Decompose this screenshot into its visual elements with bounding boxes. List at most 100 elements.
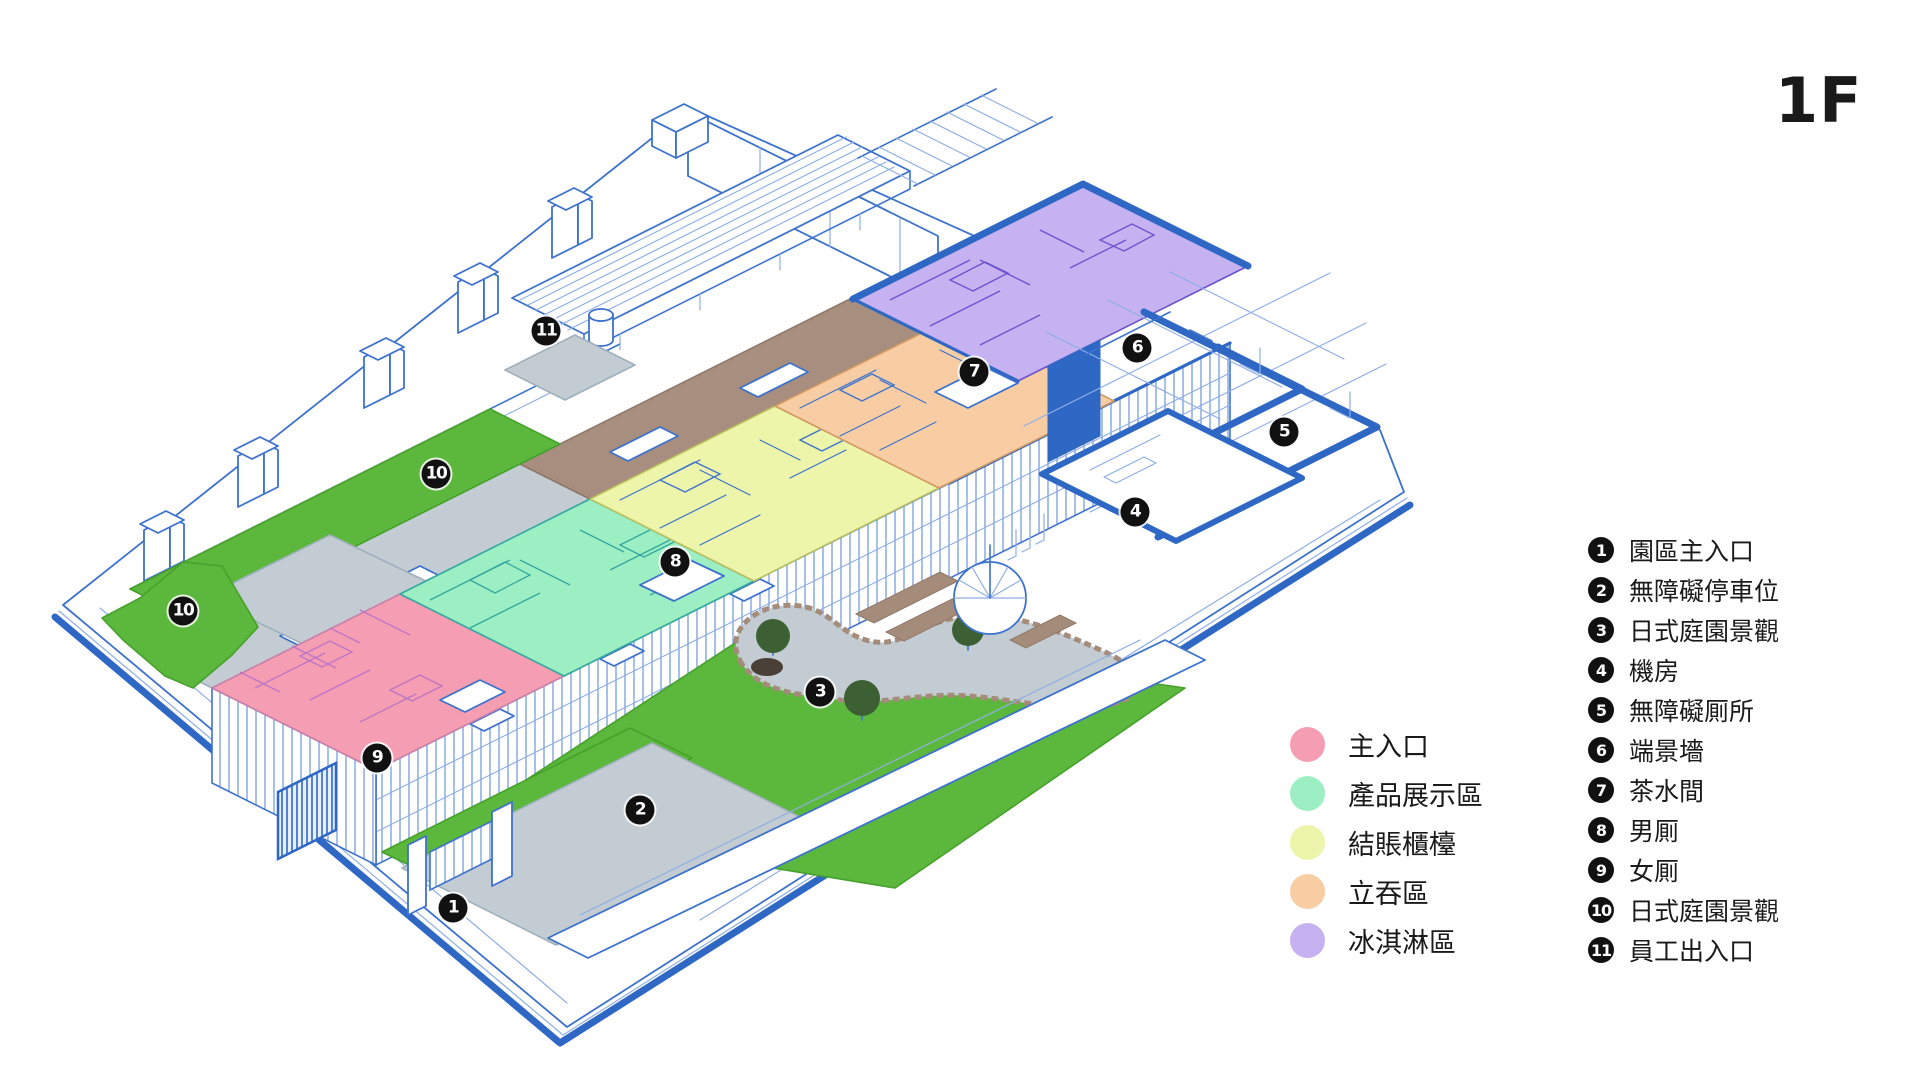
right-wing: [1023, 271, 1387, 544]
top-tower: [651, 103, 709, 159]
diagram-marker: 7: [959, 357, 989, 387]
numbered-legend-row: 10 日式庭園景觀: [1588, 890, 1779, 930]
numbered-legend-label: 女厠: [1629, 857, 1680, 886]
louver-roof: [511, 134, 911, 353]
diagram-marker-number: 10: [425, 463, 448, 484]
tree-shadow: [751, 658, 783, 676]
louver-block: [276, 760, 338, 862]
numbered-legend: 1 園區主入口 2 無障礙停車位 3 日式庭園景觀 4 機房 5 無障礙厠所: [1588, 530, 1779, 970]
zone-main-entrance: [211, 593, 565, 771]
numbered-legend-row: 8 男厠: [1588, 810, 1779, 850]
zone-legend-label: 立吞區: [1348, 879, 1429, 910]
diagram-marker: 11: [531, 316, 561, 346]
zone-legend-color-dot: [1290, 874, 1325, 909]
numbered-legend-badge: 8: [1588, 817, 1614, 843]
wall-tower: [233, 436, 279, 508]
diagram-marker: 6: [1122, 333, 1152, 363]
diagram-marker-number: 6: [1131, 337, 1144, 358]
numbered-legend-badge: 11: [1588, 937, 1614, 963]
diagram-marker-number: 2: [634, 799, 647, 820]
numbered-legend-label: 日式庭園景觀: [1629, 617, 1780, 646]
diagram-marker-number: 11: [535, 320, 558, 341]
diagram-marker: 3: [805, 677, 835, 707]
zone-legend-row: 結賬櫃檯: [1290, 818, 1483, 867]
bench: [599, 643, 645, 667]
employee-entrance-walk: [504, 334, 636, 401]
numbered-legend-badge: 9: [1588, 857, 1614, 883]
zone-legend-row: 主入口: [1290, 720, 1483, 769]
numbered-legend-badge: 6: [1588, 737, 1614, 763]
diagram-marker-number: 10: [172, 600, 195, 621]
numbered-legend-label: 日式庭園景觀: [1629, 897, 1780, 926]
numbered-legend-row: 4 機房: [1588, 650, 1779, 690]
numbered-legend-label: 茶水間: [1629, 777, 1705, 806]
numbered-legend-badge: 2: [1588, 577, 1614, 603]
numbered-legend-label: 無障礙厠所: [1629, 697, 1755, 726]
numbered-legend-row: 11 員工出入口: [1588, 930, 1779, 970]
diagram-marker: 10: [421, 459, 451, 489]
numbered-legend-row: 7 茶水間: [1588, 770, 1779, 810]
zone-legend-color-dot: [1290, 776, 1325, 811]
diagram-marker: 10: [168, 596, 198, 626]
diagram-marker: 1: [438, 893, 468, 923]
numbered-legend-label: 員工出入口: [1629, 937, 1755, 966]
front-landscape: [276, 513, 1206, 959]
zone-legend-row: 冰淇淋區: [1290, 916, 1483, 965]
numbered-legend-badge: 4: [1588, 657, 1614, 683]
numbered-legend-badge: 10: [1588, 897, 1614, 923]
bench: [609, 426, 679, 462]
numbered-legend-label: 機房: [1629, 657, 1680, 686]
floor-title: 1F: [1775, 64, 1863, 137]
pergola: [857, 88, 1053, 187]
zone-legend-label: 結賬櫃檯: [1348, 830, 1456, 861]
bench: [739, 362, 809, 398]
zone-legend-label: 產品展示區: [1348, 781, 1483, 812]
diagram-marker: 9: [362, 743, 392, 773]
ramp-wall: [547, 639, 1206, 959]
zone-ice-cream: [849, 180, 1252, 463]
numbered-legend-badge: 1: [1588, 537, 1614, 563]
diagram-marker: 5: [1269, 417, 1299, 447]
zone-legend-label: 主入口: [1348, 732, 1429, 763]
zone-legend-color-dot: [1290, 825, 1325, 860]
bench: [469, 708, 515, 732]
numbered-legend-row: 6 端景墻: [1588, 730, 1779, 770]
numbered-legend-row: 5 無障礙厠所: [1588, 690, 1779, 730]
wall-tower: [359, 337, 405, 409]
garden-trees: [751, 614, 984, 721]
diagram-marker: 2: [625, 795, 655, 825]
spiral-stair: [953, 513, 1045, 635]
gate-pillar: [491, 801, 513, 887]
roof-structures: [511, 88, 1053, 353]
numbered-legend-label: 園區主入口: [1629, 537, 1755, 566]
zone-legend-label: 冰淇淋區: [1348, 928, 1456, 959]
numbered-legend-row: 1 園區主入口: [1588, 530, 1779, 570]
zone-product-display: [399, 498, 755, 677]
numbered-legend-row: 2 無障礙停車位: [1588, 570, 1779, 610]
zone-legend-row: 產品展示區: [1290, 769, 1483, 818]
gate-pillar: [407, 835, 427, 916]
tree: [844, 680, 880, 721]
wall-tower: [547, 187, 593, 259]
diagram-marker: 4: [1120, 497, 1150, 527]
numbered-legend-row: 3 日式庭園景觀: [1588, 610, 1779, 650]
numbered-legend-row: 9 女厠: [1588, 850, 1779, 890]
diagram-marker-number: 7: [968, 361, 981, 382]
zone-legend-color-dot: [1290, 727, 1325, 762]
numbered-legend-badge: 7: [1588, 777, 1614, 803]
diagram-marker-number: 3: [814, 681, 827, 702]
numbered-legend-badge: 3: [1588, 617, 1614, 643]
numbered-legend-badge: 5: [1588, 697, 1614, 723]
numbered-legend-label: 無障礙停車位: [1629, 577, 1780, 606]
diagram-marker-number: 5: [1278, 421, 1291, 442]
zone-color-legend: 主入口 產品展示區 結賬櫃檯 立吞區 冰淇淋區: [1290, 720, 1483, 965]
diagram-marker: 8: [660, 547, 690, 577]
cylinder: [588, 308, 614, 347]
wall-tower: [139, 510, 185, 582]
zone-legend-color-dot: [1290, 923, 1325, 958]
wall-tower: [453, 262, 499, 334]
diagram-marker-number: 9: [371, 747, 384, 768]
diagram-marker-number: 8: [669, 551, 682, 572]
